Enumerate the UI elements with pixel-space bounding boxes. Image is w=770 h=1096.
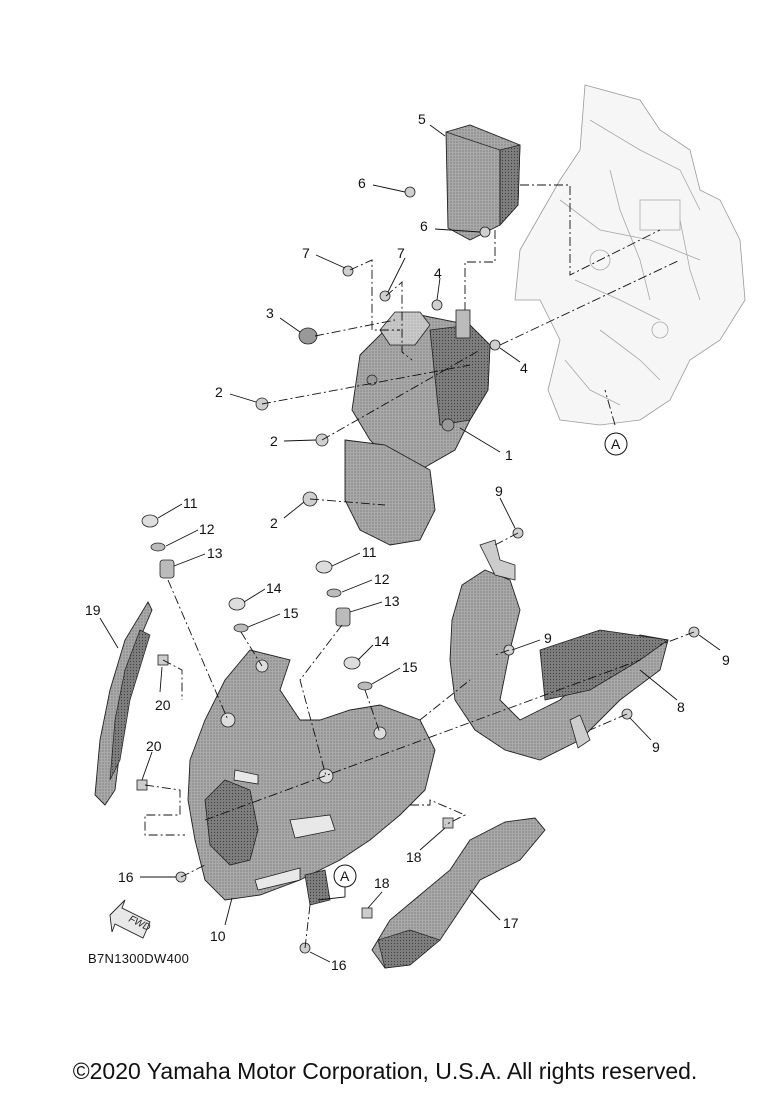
callout-14: 14	[374, 633, 390, 649]
diagram-code: B7N1300DW400	[88, 951, 189, 966]
part-8-duct	[449, 539, 670, 761]
callout-4: 4	[520, 360, 528, 376]
callout-3: 3	[266, 305, 274, 321]
callout-20: 20	[155, 697, 171, 713]
callout-6: 6	[358, 175, 366, 191]
callout-12: 12	[374, 571, 390, 587]
callout-2: 2	[270, 433, 278, 449]
callout-7: 7	[397, 245, 405, 261]
part-10-cowling	[187, 649, 436, 906]
callout-6: 6	[420, 218, 428, 234]
frame-outline	[514, 84, 746, 426]
callout-9: 9	[652, 739, 660, 755]
callout-18: 18	[406, 849, 422, 865]
callout-1: 1	[505, 447, 513, 463]
callout-13: 13	[384, 593, 400, 609]
callout-9: 9	[722, 652, 730, 668]
copyright-notice: ©2020 Yamaha Motor Corporation, U.S.A. A…	[72, 1058, 698, 1084]
callout-2: 2	[215, 384, 223, 400]
callout-16: 16	[118, 869, 134, 885]
part-17-lower-panel	[371, 817, 546, 969]
callout-13: 13	[207, 545, 223, 561]
callout-5: 5	[418, 111, 426, 127]
part-5-box	[445, 124, 521, 241]
reference-label-frame: A	[611, 436, 621, 452]
callout-4: 4	[434, 265, 442, 281]
callout-12: 12	[199, 521, 215, 537]
callouts: 5 6 6 7 7 4 3 4 2 2 1 2 11 12 13 9 11	[85, 111, 730, 973]
callout-2: 2	[270, 515, 278, 531]
callout-18: 18	[374, 875, 390, 891]
callout-15: 15	[283, 605, 299, 621]
assembly-lines	[144, 184, 695, 949]
reference-marker-cowling: A	[317, 864, 357, 901]
callout-11: 11	[362, 544, 377, 560]
parts-diagram: FWD A A B7N1300DW400 5 6 6 7 7 4 3 4 2 2	[85, 84, 746, 973]
callout-17: 17	[503, 915, 519, 931]
callout-19: 19	[85, 602, 101, 618]
part-19-side-panel	[94, 601, 153, 806]
fwd-arrow: FWD	[109, 899, 152, 939]
callout-11: 11	[183, 495, 198, 511]
callout-20: 20	[146, 738, 162, 754]
callout-15: 15	[402, 659, 418, 675]
callout-9: 9	[495, 483, 503, 499]
callout-10: 10	[210, 928, 226, 944]
callout-14: 14	[266, 580, 282, 596]
callout-8: 8	[677, 699, 685, 715]
callout-7: 7	[302, 245, 310, 261]
hardware	[136, 186, 700, 954]
callout-9: 9	[544, 630, 552, 646]
callout-16: 16	[331, 957, 347, 973]
reference-marker-frame: A	[604, 432, 628, 456]
reference-label-cowling: A	[340, 868, 350, 884]
part-1-bracket	[344, 309, 491, 546]
